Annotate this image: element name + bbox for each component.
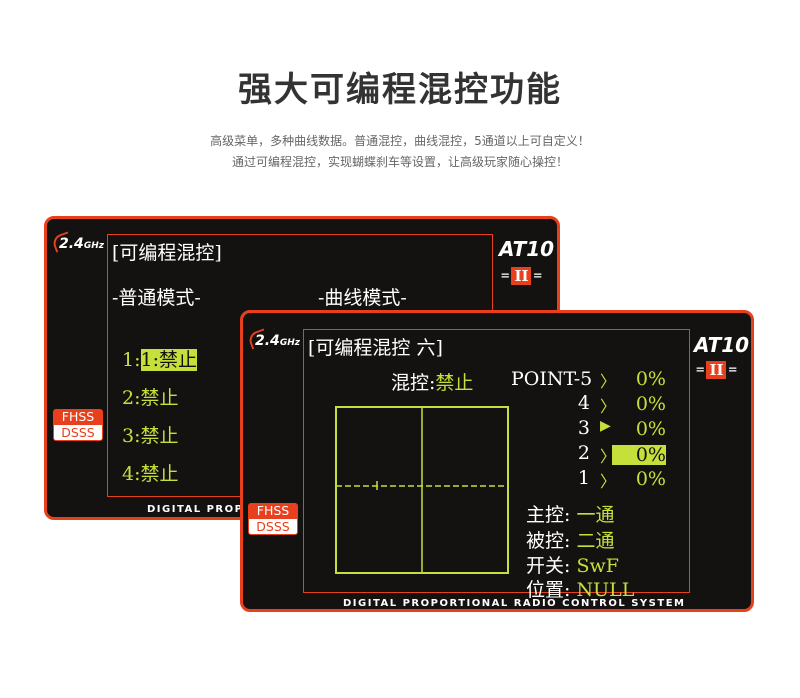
badge-numeral: II bbox=[511, 267, 532, 285]
brand-logo: AT10 bbox=[499, 237, 555, 261]
mix-value: 禁止 bbox=[435, 372, 474, 394]
point-label: POINT-5 bbox=[511, 368, 593, 390]
point-value-5[interactable]: 0% bbox=[635, 368, 666, 390]
point-index: 2 bbox=[577, 442, 590, 464]
point-arrow-icon: 〉 bbox=[600, 372, 617, 391]
fhss-dsss-badge: FHSS DSSS bbox=[53, 409, 103, 441]
point-index: 4 bbox=[577, 392, 590, 414]
point-value-2-selected[interactable]: 0% bbox=[612, 445, 666, 465]
screen-title: [可编程混控 六] bbox=[308, 337, 443, 359]
badge-bars-right: = bbox=[728, 362, 737, 378]
switch-label: 开关: bbox=[526, 555, 571, 577]
slave-label: 被控: bbox=[526, 530, 571, 552]
mix-item-2[interactable]: 2:禁止 bbox=[122, 387, 179, 409]
logo-unit: GHz bbox=[279, 338, 300, 348]
headline: 强大可编程混控功能 bbox=[238, 70, 562, 110]
dsss-label: DSSS bbox=[53, 424, 103, 441]
point-value-3[interactable]: 0% bbox=[635, 418, 666, 440]
footer-text: DIGITAL PROPORTIONAL RADIO CONTROL SYSTE… bbox=[343, 598, 686, 609]
point-index: 3 bbox=[577, 417, 590, 439]
point-arrow-icon: 〉 bbox=[600, 472, 617, 491]
mix-item-4[interactable]: 4:禁止 bbox=[122, 463, 179, 485]
ghz-logo: 2.4GHz bbox=[246, 328, 300, 350]
point-arrow-icon: 〉 bbox=[600, 397, 617, 416]
slave-row[interactable]: 被控: 二通 bbox=[526, 526, 614, 553]
switch-row[interactable]: 开关: SwF bbox=[526, 551, 619, 578]
point-value-1[interactable]: 0% bbox=[635, 468, 666, 490]
position-label: 位置: bbox=[526, 579, 571, 601]
badge-bars-right: = bbox=[533, 268, 542, 284]
description-line-2: 通过可编程混控，实现蝴蝶刹车等设置，让高级玩家随心操控！ bbox=[231, 155, 568, 169]
brand-logo: AT10 bbox=[694, 333, 750, 357]
fhss-label: FHSS bbox=[53, 409, 103, 424]
model-badge: = II = bbox=[696, 361, 737, 379]
fhss-dsss-badge: FHSS DSSS bbox=[248, 503, 298, 535]
logo-unit: GHz bbox=[83, 241, 104, 251]
lcd-screen: [可编程混控] -普通模式- -曲线模式- 1:1:禁止 2:禁止 3:禁止 4… bbox=[107, 234, 493, 497]
transmitter-screen-front: 2.4GHz [可编程混控 六] 混控:禁止 POINT-5 4 3 2 1 〉… bbox=[240, 310, 754, 612]
position-value: NULL bbox=[576, 579, 635, 601]
mode-curve-label: -曲线模式- bbox=[318, 287, 407, 309]
master-label: 主控: bbox=[526, 504, 571, 526]
fhss-label: FHSS bbox=[248, 503, 298, 518]
screen-title: [可编程混控] bbox=[112, 242, 222, 264]
master-row[interactable]: 主控: 一通 bbox=[526, 500, 614, 527]
description-line-1: 高级菜单，多种曲线数据。普通混控，曲线混控，5通道以上可自定义！ bbox=[210, 134, 590, 148]
badge-bars-left: = bbox=[501, 268, 510, 284]
switch-value: SwF bbox=[576, 555, 619, 577]
point-selected-arrow-icon: ▶ bbox=[600, 418, 611, 434]
point-value-4[interactable]: 0% bbox=[635, 393, 666, 415]
badge-bars-left: = bbox=[696, 362, 705, 378]
ghz-logo: 2.4GHz bbox=[50, 231, 104, 253]
logo-main: 2.4 bbox=[255, 333, 280, 349]
position-row[interactable]: 位置: NULL bbox=[526, 575, 634, 602]
mix-curve-graph bbox=[335, 406, 509, 574]
footer-text: DIGITAL PROPO bbox=[147, 504, 254, 515]
logo-main: 2.4 bbox=[59, 236, 84, 252]
mix-label: 混控: bbox=[391, 372, 436, 394]
slave-value: 二通 bbox=[576, 530, 615, 552]
mode-normal-label: -普通模式- bbox=[112, 287, 201, 309]
mix-item-1[interactable]: 1:1:禁止 bbox=[122, 349, 197, 371]
mix-item-3[interactable]: 3:禁止 bbox=[122, 425, 179, 447]
mix-status[interactable]: 混控:禁止 bbox=[391, 368, 473, 395]
master-value: 一通 bbox=[576, 504, 615, 526]
model-badge: = II = bbox=[501, 267, 542, 285]
point-index: 1 bbox=[577, 467, 590, 489]
dsss-label: DSSS bbox=[248, 518, 298, 535]
mix-item-1-value: 1:禁止 bbox=[140, 349, 197, 371]
badge-numeral: II bbox=[706, 361, 727, 379]
lcd-screen: [可编程混控 六] 混控:禁止 POINT-5 4 3 2 1 〉 〉 ▶ 〉 … bbox=[303, 329, 690, 601]
